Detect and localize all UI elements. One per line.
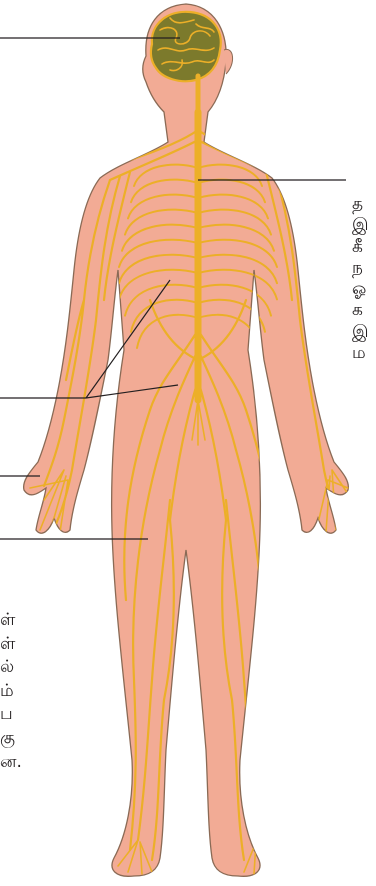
right-line-4: ஓ bbox=[352, 279, 369, 300]
right-line-6: இ bbox=[352, 322, 369, 343]
left-line-3: ம் bbox=[0, 681, 22, 705]
left-line-1: ள் bbox=[0, 634, 22, 658]
right-line-5: க bbox=[352, 300, 369, 321]
left-line-4: ப bbox=[0, 704, 22, 728]
right-text-column: த இ கீ ந ஓ க இ ம bbox=[352, 194, 369, 364]
right-line-2: கீ bbox=[352, 237, 369, 258]
right-line-1: இ bbox=[352, 215, 369, 236]
right-line-7: ம bbox=[352, 343, 369, 364]
left-column-heading: ள் bbox=[0, 610, 22, 634]
left-line-5: கு bbox=[0, 728, 22, 752]
left-text-column: ள் ள் ல் ம் ப கு ன. bbox=[0, 610, 22, 775]
left-line-6: ன. bbox=[0, 752, 22, 776]
right-line-3: ந bbox=[352, 258, 369, 279]
body-silhouette bbox=[24, 4, 349, 876]
right-column-heading: த bbox=[352, 194, 369, 215]
left-line-2: ல் bbox=[0, 657, 22, 681]
